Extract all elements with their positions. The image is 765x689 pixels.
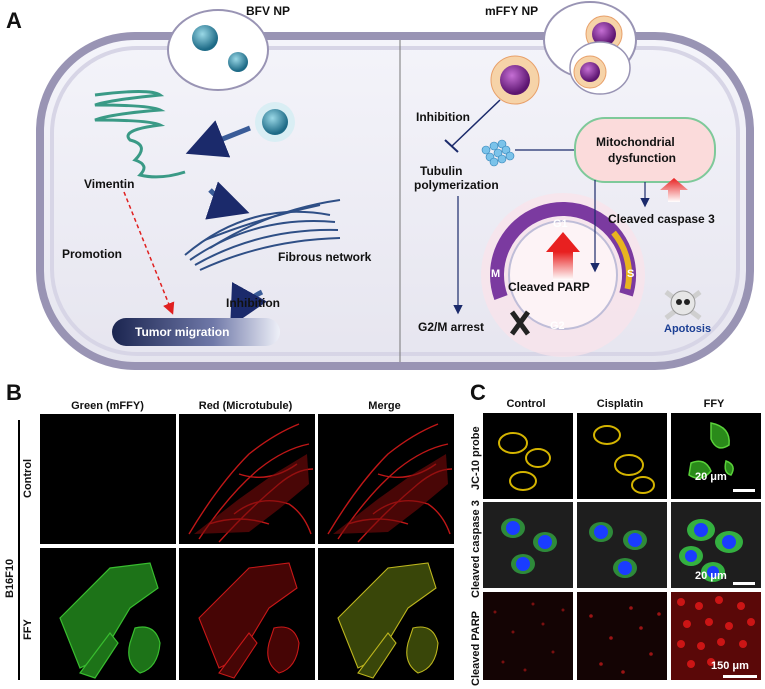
vimentin-label: Vimentin [84, 177, 135, 191]
c-jc10-ffy-image: 20 μm [671, 413, 761, 499]
g1-label: G1 [553, 218, 568, 230]
panel-b-col-merge: Merge [368, 400, 401, 412]
panel-a-schematic [36, 1, 754, 370]
panel-b-cellline-label: B16F10 [4, 558, 16, 598]
cell-membrane [36, 32, 754, 370]
c-jc10-cisplatin-image [577, 413, 667, 499]
c-parp-control-image [483, 592, 573, 680]
b-ffy-red-image [179, 548, 315, 680]
inhibition-left-label: Inhibition [226, 296, 280, 310]
panel-b-row-control: Control [22, 458, 34, 498]
panel-b-col-green: Green (mFFY) [71, 400, 144, 412]
mitochondrion-icon [574, 117, 716, 183]
b-control-red-image [179, 414, 315, 544]
mffy-np-title: mFFY NP [485, 4, 539, 18]
inhibition-right-label: Inhibition [416, 110, 470, 124]
mffy-np-icon [500, 65, 530, 95]
mito-label-line2: dysfunction [608, 151, 676, 165]
c-parp-cisplatin-image [577, 592, 667, 680]
panel-c-letter: C [470, 380, 486, 405]
panel-c-col-cisplatin: Cisplatin [596, 398, 644, 410]
scale-label-3: 150 μm [711, 660, 749, 672]
bfv-np-title: BFV NP [246, 4, 291, 18]
c-parp-ffy-image: 150 μm [671, 592, 761, 680]
panel-b-col-red: Red (Microtubule) [198, 400, 293, 412]
apotosis-label: Apotosis [664, 323, 712, 335]
b-control-merge-image [318, 414, 454, 544]
c-caspase-control-image [483, 502, 573, 588]
skull-icon [664, 290, 702, 320]
cleaved-caspase-label: Cleaved caspase 3 [608, 212, 715, 226]
mffy-np-icon [580, 62, 600, 82]
fibrous-network-label: Fibrous network [278, 250, 372, 264]
panel-c-col-ffy: FFY [703, 398, 725, 410]
panel-b-row-ffy: FFY [22, 619, 34, 640]
g2m-arrest-label: G2/M arrest [418, 320, 485, 334]
cleaved-parp-label: Cleaved PARP [508, 280, 590, 294]
panel-c-row-caspase: Cleaved caspase 3 [470, 500, 482, 598]
panel-b-letter: B [6, 380, 22, 405]
panel-c-row-parp: Cleaved PARP [470, 611, 482, 686]
panel-c-row-jc10: JC-10 probe [470, 426, 482, 490]
b-ffy-green-image [40, 548, 176, 680]
fibrous-network-illustration [184, 199, 341, 271]
b-control-green-image [40, 414, 176, 544]
tubulin-label-line1: Tubulin [420, 164, 463, 178]
panel-a-letter: A [6, 8, 22, 33]
c-caspase-cisplatin-image [577, 502, 667, 588]
scale-label-1: 20 μm [695, 471, 727, 483]
promotion-label: Promotion [62, 247, 122, 261]
bfv-np-icon [228, 52, 248, 72]
block-x-icon [509, 310, 531, 336]
scale-bar-2 [733, 582, 755, 585]
tumor-migration-label: Tumor migration [135, 325, 230, 339]
mffy-np-icon [592, 22, 616, 46]
scale-bar-1 [733, 489, 755, 492]
vimentin-filament [94, 90, 186, 179]
scale-label-2: 20 μm [695, 570, 727, 582]
m-label: M [491, 268, 501, 280]
bfv-np-icon [262, 109, 288, 135]
tumor-migration-pill [112, 318, 280, 346]
g2-label: G2 [550, 320, 565, 332]
panel-c-col-control: Control [506, 398, 546, 410]
b-ffy-merge-image [318, 548, 454, 680]
c-caspase-ffy-image: 20 μm [671, 502, 761, 588]
tubulin-label-line2: polymerization [414, 178, 499, 192]
mito-label-line1: Mitochondrial [596, 135, 675, 149]
s-label: S [627, 268, 635, 280]
c-jc10-control-image [483, 413, 573, 499]
scale-bar-3 [723, 675, 757, 678]
bfv-np-icon [192, 25, 218, 51]
tubulin-icon [481, 139, 515, 167]
